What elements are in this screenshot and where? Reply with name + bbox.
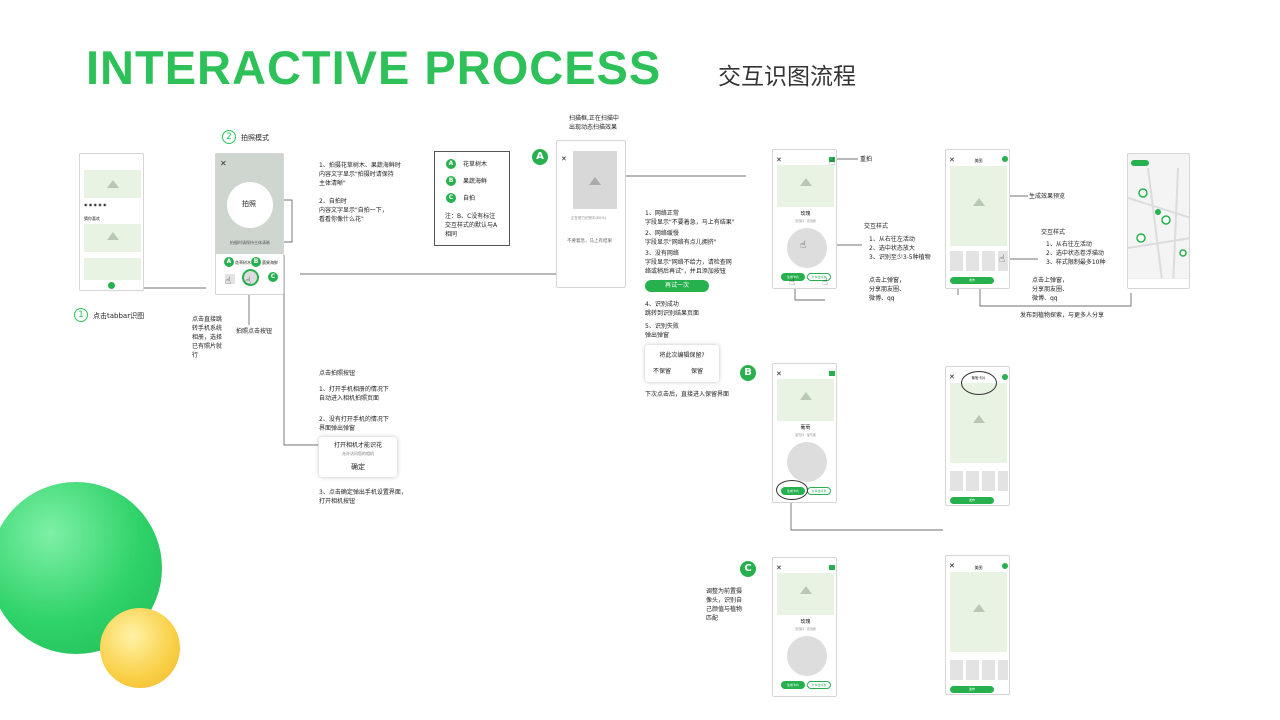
post-button[interactable]: 发布 (950, 686, 994, 693)
hand-icon: ☝ (225, 276, 232, 287)
flowC-note: 调整为前置摄 像头，识别自 己颜值与植物 匹配 (706, 588, 743, 622)
step2-notes: 1、拍摄花草树木、果蔬海鲜时 内容文字显示"拍摄时请保持 主体清晰" 2、自拍时… (319, 162, 401, 223)
camera-dialog: 打开相机才能识花 允许访问您的相机 确定 (319, 437, 397, 477)
legend-note: 注：B、C没有标注 交互样式的默认与A 相同 (445, 213, 498, 238)
close-icon[interactable]: ✕ (776, 564, 782, 572)
post-button[interactable]: 发布 (950, 497, 994, 504)
phone-b-result: ✕ 葡萄 葡萄科 · 葡萄属 生成卡片 分享给好友 (772, 363, 837, 503)
close-icon[interactable]: ✕ (949, 562, 955, 570)
share-button[interactable]: 分享给好友 (807, 487, 831, 495)
shoot-note: 拍照点击按钮 (236, 328, 273, 335)
close-icon[interactable]: ✕ (561, 155, 567, 163)
share-button[interactable]: 分享给好友 (807, 273, 831, 281)
close-icon[interactable]: ✕ (220, 159, 227, 168)
gallery-thumb[interactable] (225, 274, 235, 284)
phone-scanning: ✕ 正在努力识别中(60%) 不要着急，马上有结果 (556, 140, 626, 288)
share-button[interactable]: 分享给好友 (807, 681, 831, 689)
flowA-tail: 下次点击后，直接进入保留界面 (645, 391, 730, 398)
step1-number: 1 (74, 308, 88, 322)
inter2-list: 1、从右往左活动 2、选中状态卷浮描动 3、样式限制最多10种 (1046, 241, 1106, 266)
save-card-button[interactable]: 生成卡片 (781, 273, 805, 281)
phone-camera: ✕ 拍照 拍摄时请保持主体清晰 A 花草树木 B 蔬果海鲜 C (215, 153, 284, 295)
inter2-title: 交互样式 (1041, 229, 1066, 236)
flowA-n3: 3、没有网络 字段显示"网络不给力，请检查网 络或稍后再试"，并且添加按钮 (645, 250, 732, 275)
flowA-n4: 4、识别成功 跳转到识别结果页面 (645, 301, 700, 317)
scan-status: 不要着急，马上有结果 (567, 239, 612, 244)
step2-number: 2 (222, 130, 236, 144)
shoot-hint: 拍摄时请保持主体清晰 (230, 240, 270, 245)
camera-n1: 1、打开手机相册的情况下 自动进入相机拍照页面 (319, 386, 389, 402)
phone-c-result: ✕ 玫瑰 蔷薇科 · 蔷薇属 生成卡片 分享给好友 (772, 557, 837, 697)
flow-c-badge: C (740, 561, 756, 577)
camera-n2: 2、没有打开手机的情况下 界面弹出弹窗 (319, 416, 389, 432)
flowA-n5: 5、识别失败 弹出弹窗 (645, 323, 679, 339)
flowA-n1: 1、网络正常 字段显示"不要着急，马上有结果" (645, 210, 735, 226)
highlight-oval (776, 480, 808, 500)
shutter-button[interactable] (242, 269, 259, 286)
step2-label: 拍照模式 (241, 134, 269, 142)
phone-home: ◉ ◉ ◉ ◉ ◉ 猜你喜欢 (79, 153, 144, 291)
close-icon[interactable]: ✕ (949, 373, 955, 381)
step1-label: 点击tabbar识图 (93, 312, 145, 320)
guess-label: 猜你喜欢 (84, 216, 100, 221)
dialog-no-button[interactable]: 不保留 (653, 368, 672, 375)
page-subtitle: 交互识图流程 (718, 64, 856, 90)
tabbar-scan-button[interactable] (108, 282, 115, 289)
legend-box: A 花草树木 B 果蔬海鲜 C 自拍 注：B、C没有标注 交互样式的默认与A 相… (434, 151, 510, 246)
popup2-note: 点击上弹窗， 分享朋友圈、 微博、qq (1032, 277, 1069, 302)
hand-icon: ☝ (789, 277, 796, 288)
camera-n3: 3、点击确定弹出手机设置界面， 打开相机按钮 (319, 489, 407, 505)
phone-map (1127, 153, 1190, 289)
phone-preview: ✕ 美图 发布 (945, 149, 1010, 289)
hand-icon: ☝ (829, 157, 836, 168)
inter-title: 交互样式 (864, 223, 889, 230)
page-title: INTERACTIVE PROCESS (86, 41, 662, 94)
camera-title: 点击拍照按钮 (319, 370, 356, 377)
retake-label: 重拍 (860, 156, 873, 163)
flow-b-badge: B (740, 365, 756, 381)
keep-dialog: 将此次编辑保留? 不保留 保留 (645, 345, 719, 382)
hand-icon: ☝ (800, 240, 807, 251)
close-icon[interactable]: ✕ (776, 156, 782, 164)
retry-button[interactable]: 再试一次 (645, 280, 709, 292)
preview-label: 生成效果预览 (1029, 193, 1066, 200)
decor-yellow-circle (100, 608, 180, 688)
hand-icon: ☝ (999, 254, 1006, 265)
popup-note: 点击上弹窗， 分享朋友圈、 微博、qq (869, 277, 906, 302)
phone-c-preview: ✕ 美图 发布 (945, 555, 1010, 695)
scan-note: 扫描框,正在扫描中 出现动态扫描效果 (569, 115, 619, 131)
close-icon[interactable]: ✕ (949, 156, 955, 164)
save-card-button[interactable]: 生成卡片 (781, 681, 805, 689)
flowA-n2: 2、网络缓慢 字段显示"网络有点儿拥挤" (645, 230, 717, 246)
retake-icon[interactable] (829, 157, 835, 162)
hand-icon: ☝ (245, 276, 252, 287)
shoot-label: 拍照 (242, 200, 256, 208)
publish-note: 发布到植物探索，与更多人分享 (1020, 312, 1105, 319)
inter-list: 1、从右往左活动 2、选中状态放大 3、识别至少3-5种植物 (869, 236, 931, 261)
opt-b-label[interactable]: 蔬果海鲜 (262, 260, 278, 265)
opt-a-label[interactable]: 花草树木 (235, 260, 251, 265)
phone-result: ✕ 玫瑰 蔷薇科 · 蔷薇属 生成卡片 分享给好友 (772, 149, 837, 289)
dialog-confirm-button[interactable]: 确定 (351, 463, 365, 471)
opt-c-badge[interactable]: C (268, 272, 278, 282)
map-area (1128, 168, 1189, 288)
dialog-yes-button[interactable]: 保留 (691, 368, 704, 375)
hand-icon: ☝ (822, 277, 829, 288)
gallery-note: 点击直接跳 转手机系统 相册，选择 已有照片就 行 (192, 316, 223, 359)
highlight-oval (961, 371, 997, 395)
post-button[interactable]: 发布 (950, 277, 994, 284)
close-icon[interactable]: ✕ (776, 370, 782, 378)
flow-a-badge: A (532, 149, 548, 165)
